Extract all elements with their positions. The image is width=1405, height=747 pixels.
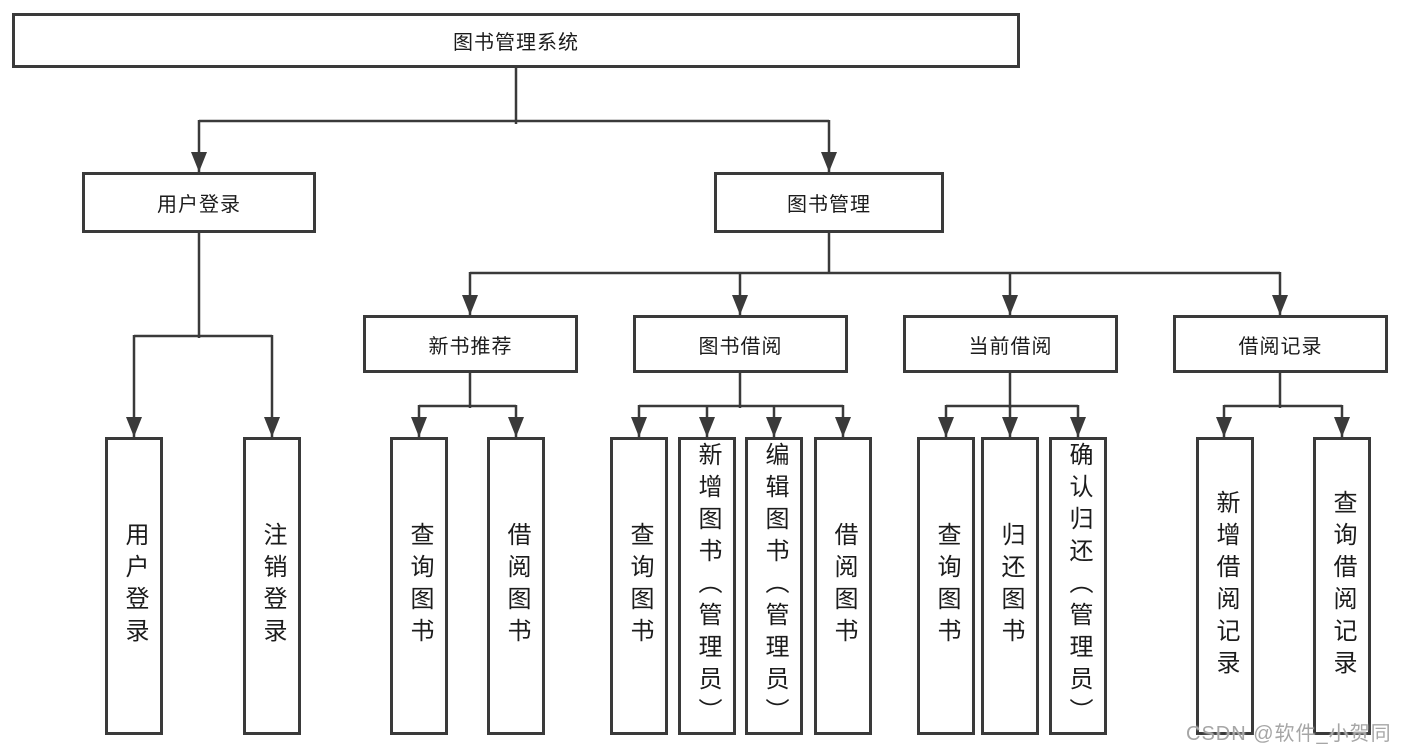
node-book-management: 图书管理 bbox=[714, 172, 944, 233]
node-leaf-borrow-book: 借阅图书 bbox=[814, 437, 872, 735]
node-leaf-user-login: 用户登录 bbox=[105, 437, 163, 735]
node-leaf-query-borrow-record: 查询借阅记录 bbox=[1313, 437, 1371, 735]
node-current-borrow: 当前借阅 bbox=[903, 315, 1118, 373]
node-leaf-confirm-return-admin: 确认归还（管理员） bbox=[1049, 437, 1107, 735]
node-leaf-edit-book-admin: 编辑图书（管理员） bbox=[745, 437, 803, 735]
node-leaf-query-book-borrow: 查询图书 bbox=[610, 437, 668, 735]
node-leaf-return-book: 归还图书 bbox=[981, 437, 1039, 735]
node-user-login-branch: 用户登录 bbox=[82, 172, 316, 233]
node-leaf-query-book-recommend: 查询图书 bbox=[390, 437, 448, 735]
node-leaf-query-book-current: 查询图书 bbox=[917, 437, 975, 735]
node-book-management-system: 图书管理系统 bbox=[12, 13, 1020, 68]
node-leaf-logout: 注销登录 bbox=[243, 437, 301, 735]
node-leaf-add-book-admin: 新增图书（管理员） bbox=[678, 437, 736, 735]
node-leaf-add-borrow-record: 新增借阅记录 bbox=[1196, 437, 1254, 735]
node-borrow-records: 借阅记录 bbox=[1173, 315, 1388, 373]
node-leaf-borrow-book-recommend: 借阅图书 bbox=[487, 437, 545, 735]
node-new-book-recommend: 新书推荐 bbox=[363, 315, 578, 373]
node-book-borrow: 图书借阅 bbox=[633, 315, 848, 373]
watermark-text: CSDN @软件_小贺同学 bbox=[1186, 723, 1392, 745]
